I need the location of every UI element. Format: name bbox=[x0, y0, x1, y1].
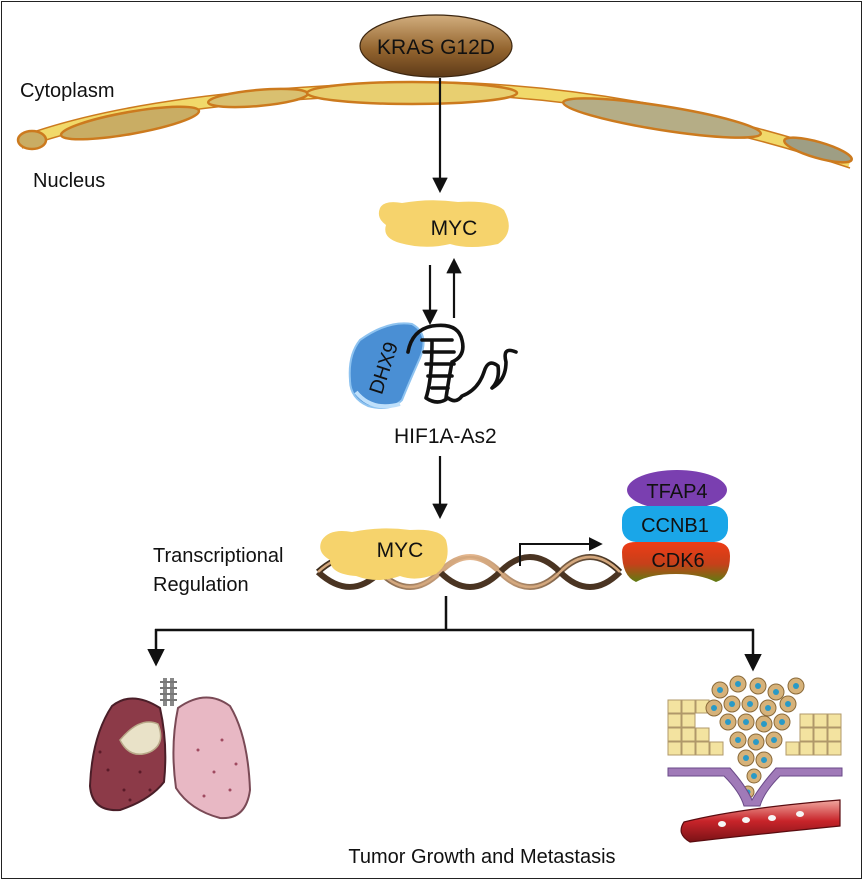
cell-membrane bbox=[16, 80, 853, 169]
ccnb1-label: CCNB1 bbox=[641, 515, 709, 537]
dhx9-protein bbox=[348, 322, 425, 409]
ccnb1-node bbox=[622, 506, 728, 542]
tfap4-node bbox=[627, 470, 727, 510]
myc-top-label: MYC bbox=[431, 217, 478, 240]
nucleus-label: Nucleus bbox=[33, 170, 105, 192]
tumor-growth-metastasis-label: Tumor Growth and Metastasis bbox=[348, 846, 615, 868]
cytoplasm-label: Cytoplasm bbox=[20, 80, 114, 102]
dhx9-hif1a-complex: DHX9 bbox=[348, 322, 518, 409]
cdk6-node bbox=[622, 542, 730, 582]
regulation-label: Regulation bbox=[153, 574, 249, 596]
cdk6-label: CDK6 bbox=[651, 550, 704, 572]
hif1a-as2-label: HIF1A-As2 bbox=[394, 425, 497, 448]
metastasis-illustration bbox=[667, 675, 843, 843]
transcription-start-arrow bbox=[519, 537, 603, 566]
myc-protein-bottom bbox=[320, 528, 448, 580]
hif1a-as2-rna bbox=[406, 323, 518, 404]
lung-illustration bbox=[88, 678, 252, 820]
transcriptional-label: Transcriptional bbox=[153, 545, 283, 567]
myc-bottom-label: MYC bbox=[377, 539, 424, 562]
kras-g12d-label: KRAS G12D bbox=[377, 36, 495, 59]
myc-protein-top bbox=[378, 200, 509, 247]
outcome-branch-arrows bbox=[147, 596, 762, 672]
tfap4-label: TFAP4 bbox=[646, 481, 707, 503]
kras-g12d-node bbox=[359, 14, 513, 78]
